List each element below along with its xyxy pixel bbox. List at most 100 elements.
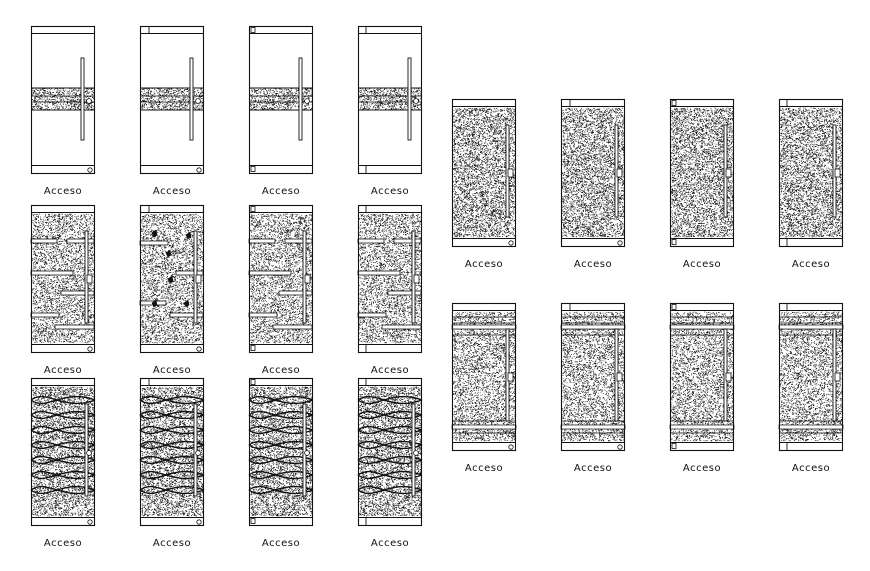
bottom-rail (358, 165, 422, 174)
lock-icon (195, 450, 201, 456)
bottom-rail (452, 442, 516, 451)
pull-handle (411, 403, 416, 497)
lock-icon (86, 450, 92, 456)
door-label: Acceso (43, 186, 83, 197)
lock-icon (86, 274, 93, 284)
door-elevation (30, 25, 96, 175)
top-rail (31, 26, 95, 34)
glass-bar (278, 290, 313, 296)
door-drawing (139, 25, 205, 175)
door-elevation (357, 204, 423, 354)
lock-icon (834, 372, 841, 382)
door-label: Acceso (791, 463, 831, 474)
door-frame (560, 302, 626, 452)
door-drawing (30, 204, 96, 354)
door-drawing (30, 25, 96, 175)
corner-notch-icon (358, 205, 367, 213)
bottom-rail (249, 344, 313, 353)
door-drawing (451, 98, 517, 248)
wave-line (357, 395, 423, 405)
door-frame (30, 377, 96, 527)
groove-band (669, 324, 735, 330)
stipple-texture (359, 87, 422, 111)
stipple-texture (250, 87, 313, 111)
door-label: Acceso (261, 538, 301, 549)
floor-stop-icon (196, 346, 202, 352)
bottom-rail (140, 517, 204, 526)
pull-handle (84, 403, 89, 497)
door-drawing (357, 204, 423, 354)
door-label: Acceso (152, 538, 192, 549)
door-frame (139, 25, 205, 175)
top-rail (140, 26, 204, 34)
glass-bar (139, 240, 169, 246)
bird-motif (151, 229, 158, 238)
lock-icon (304, 98, 310, 104)
groove-band (451, 324, 517, 330)
bottom-rail (31, 165, 95, 174)
glass-bar (393, 238, 422, 244)
glass-bar (272, 324, 313, 330)
bottom-rail (779, 238, 843, 247)
glass-bar (30, 238, 58, 244)
door-label: Acceso (464, 463, 504, 474)
bottom-rail (561, 442, 625, 451)
top-rail (31, 205, 95, 213)
door-drawing (357, 377, 423, 527)
corner-box-icon (140, 26, 150, 34)
top-rail (249, 26, 313, 34)
top-rail (452, 99, 516, 107)
hinge-icon (250, 345, 256, 351)
pull-handle (407, 57, 412, 141)
bottom-rail (358, 517, 422, 526)
floor-stop-icon (508, 444, 514, 450)
door-frame (248, 204, 314, 354)
door-label: Acceso (152, 365, 192, 376)
lock-icon (725, 372, 732, 382)
door-frame (139, 204, 205, 354)
lock-icon (413, 450, 419, 456)
wave-line (30, 395, 96, 405)
lock-icon (304, 450, 310, 456)
top-rail (249, 205, 313, 213)
stipple-texture (32, 386, 95, 517)
bird-motif (151, 299, 158, 308)
door-elevation (451, 302, 517, 452)
bottom-rail (670, 238, 734, 247)
door-elevation (139, 204, 205, 354)
door-elevation (248, 377, 314, 527)
door-elevation (560, 98, 626, 248)
door-elevation (248, 204, 314, 354)
glass-bar (169, 312, 204, 318)
lock-icon (725, 168, 732, 178)
glass-bar (357, 238, 385, 244)
door-drawing (778, 98, 844, 248)
top-rail (779, 99, 843, 107)
pull-handle (189, 57, 194, 141)
bottom-rail (670, 442, 734, 451)
bird-motif (185, 231, 192, 240)
stipple-texture (562, 107, 625, 238)
door-elevation (451, 98, 517, 248)
bird-motif (165, 249, 172, 258)
corner-notch-icon (358, 344, 367, 353)
lock-icon (195, 98, 201, 104)
door-frame (357, 377, 423, 527)
bottom-rail (140, 165, 204, 174)
pull-handle (302, 403, 307, 497)
bottom-rail (561, 238, 625, 247)
door-label: Acceso (43, 365, 83, 376)
top-rail (358, 205, 422, 213)
door-elevation (778, 98, 844, 248)
lock-icon (507, 168, 514, 178)
door-frame (357, 25, 423, 175)
glass-bar (175, 270, 204, 276)
corner-box-icon (561, 99, 571, 107)
top-rail (358, 26, 422, 34)
stipple-texture (359, 386, 422, 517)
floor-stop-icon (87, 167, 93, 173)
corner-notch-icon (358, 26, 367, 34)
lock-icon (507, 372, 514, 382)
glass-bar (60, 290, 95, 296)
